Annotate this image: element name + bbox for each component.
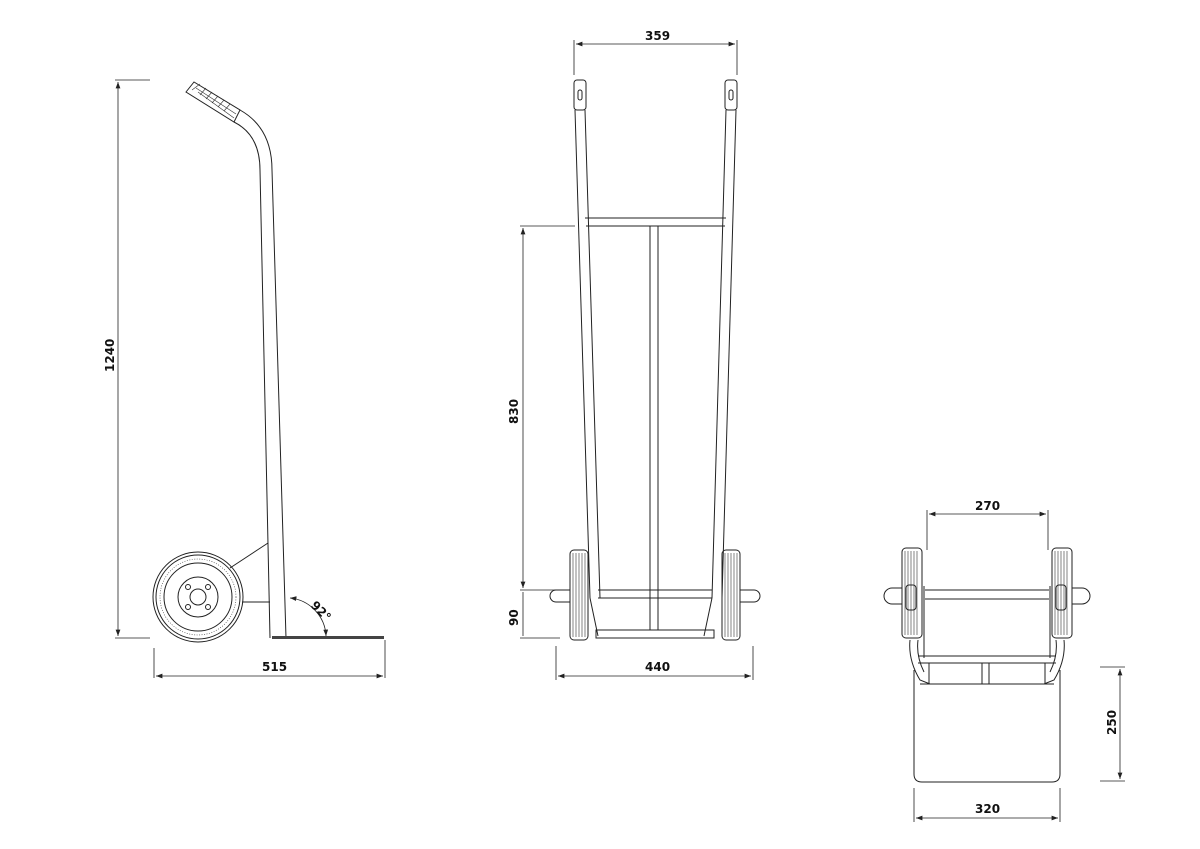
side-view: 92° 1240 515	[103, 79, 386, 679]
wheel-brace	[229, 542, 270, 603]
left-wheel-front	[549, 549, 589, 641]
frame-bend	[909, 639, 1065, 685]
toe-plate-side	[272, 636, 384, 639]
plate-depth-label: 250	[1105, 710, 1119, 735]
handle-tops	[573, 79, 738, 111]
handle-grip	[185, 81, 241, 123]
plate-width-label: 320	[975, 802, 1000, 816]
axle	[923, 586, 1051, 658]
top-view: 270 250 320	[883, 499, 1125, 822]
frame-uprights	[574, 109, 737, 637]
right-wheel-front	[721, 549, 761, 641]
toe-plate-top	[913, 670, 1061, 783]
left-wheel-top	[883, 547, 923, 639]
length-label: 515	[262, 660, 287, 674]
plate-height-label: 90	[507, 609, 521, 626]
angle-arc	[289, 596, 329, 637]
top-width-label: 359	[645, 29, 670, 43]
toe-plate-front	[595, 629, 715, 639]
height-label: 1240	[103, 339, 117, 372]
angle-label: 92°	[308, 598, 334, 624]
crossbars	[585, 217, 726, 630]
right-wheel-top	[1051, 547, 1091, 639]
front-view: 359 830 90 440	[507, 29, 761, 680]
inner-width-label: 270	[975, 499, 1000, 513]
wheel-side	[152, 551, 244, 643]
handle-frame	[233, 109, 287, 639]
frame-height-label: 830	[507, 399, 521, 424]
base-width-label: 440	[645, 660, 670, 674]
